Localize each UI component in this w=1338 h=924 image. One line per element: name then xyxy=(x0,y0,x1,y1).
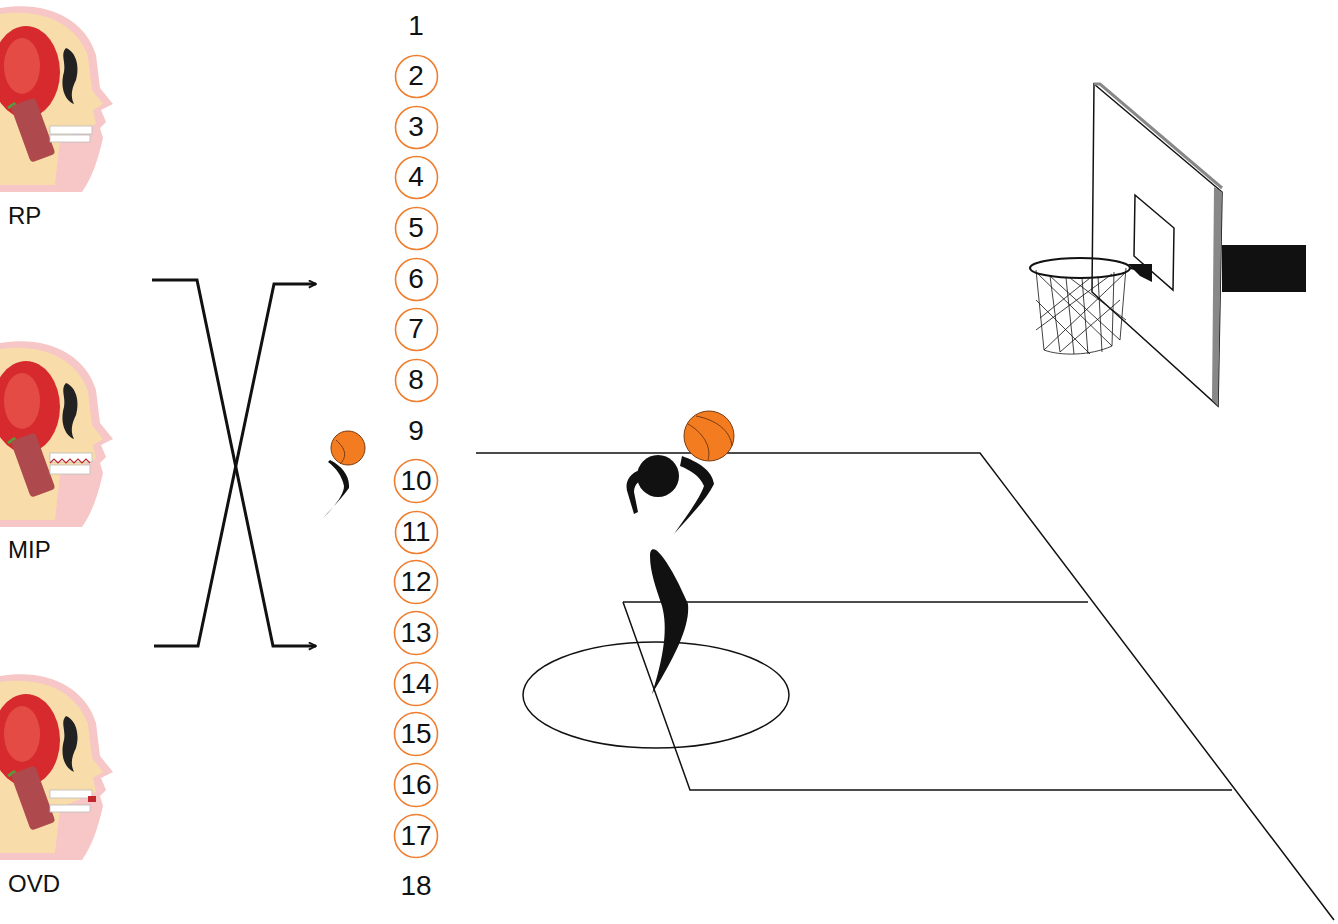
basketball-player xyxy=(627,411,735,694)
basketball-hoop xyxy=(1030,84,1306,406)
crossing-arrow xyxy=(154,284,316,646)
step-number: 16 xyxy=(393,762,439,799)
circled-number: 6 xyxy=(394,257,439,302)
sequence-number: 1 xyxy=(408,12,424,40)
step-number: 15 xyxy=(393,711,439,748)
step-number: 5 xyxy=(394,206,439,243)
circled-number: 14 xyxy=(393,661,439,707)
step-number: 8 xyxy=(394,358,439,395)
player-icon xyxy=(323,431,365,518)
sequence-number: 18 xyxy=(400,872,431,900)
position-label: OVD xyxy=(8,872,60,896)
circled-number: 7 xyxy=(394,307,439,352)
skull-mip xyxy=(0,341,113,527)
skull-rp xyxy=(0,6,113,192)
crossing-arrow xyxy=(152,280,316,646)
step-number: 12 xyxy=(393,559,439,596)
step-number: 4 xyxy=(394,155,439,192)
step-number: 13 xyxy=(393,610,439,647)
circled-number: 12 xyxy=(393,559,439,605)
sequence-number: 9 xyxy=(408,417,424,445)
circled-number: 2 xyxy=(394,54,439,99)
position-label: MIP xyxy=(8,538,51,562)
circled-number: 5 xyxy=(394,206,439,251)
circled-number: 17 xyxy=(393,813,439,859)
step-number: 11 xyxy=(394,510,439,547)
circled-number: 3 xyxy=(394,105,439,150)
step-number: 6 xyxy=(394,257,439,294)
position-label: RP xyxy=(8,204,41,228)
circled-number: 16 xyxy=(393,762,439,808)
step-number: 7 xyxy=(394,307,439,344)
circled-number: 8 xyxy=(394,358,439,403)
circled-number: 13 xyxy=(393,610,439,656)
circled-number: 10 xyxy=(393,458,439,504)
circled-number: 11 xyxy=(394,510,439,555)
circled-number: 4 xyxy=(394,155,439,200)
step-number: 17 xyxy=(393,813,439,850)
circled-number: 15 xyxy=(393,711,439,757)
basketball-court xyxy=(476,453,1334,920)
step-number: 3 xyxy=(394,105,439,142)
step-number: 14 xyxy=(393,661,439,698)
step-number: 2 xyxy=(394,54,439,91)
step-number: 10 xyxy=(393,458,439,495)
skull-ovd xyxy=(0,674,113,860)
